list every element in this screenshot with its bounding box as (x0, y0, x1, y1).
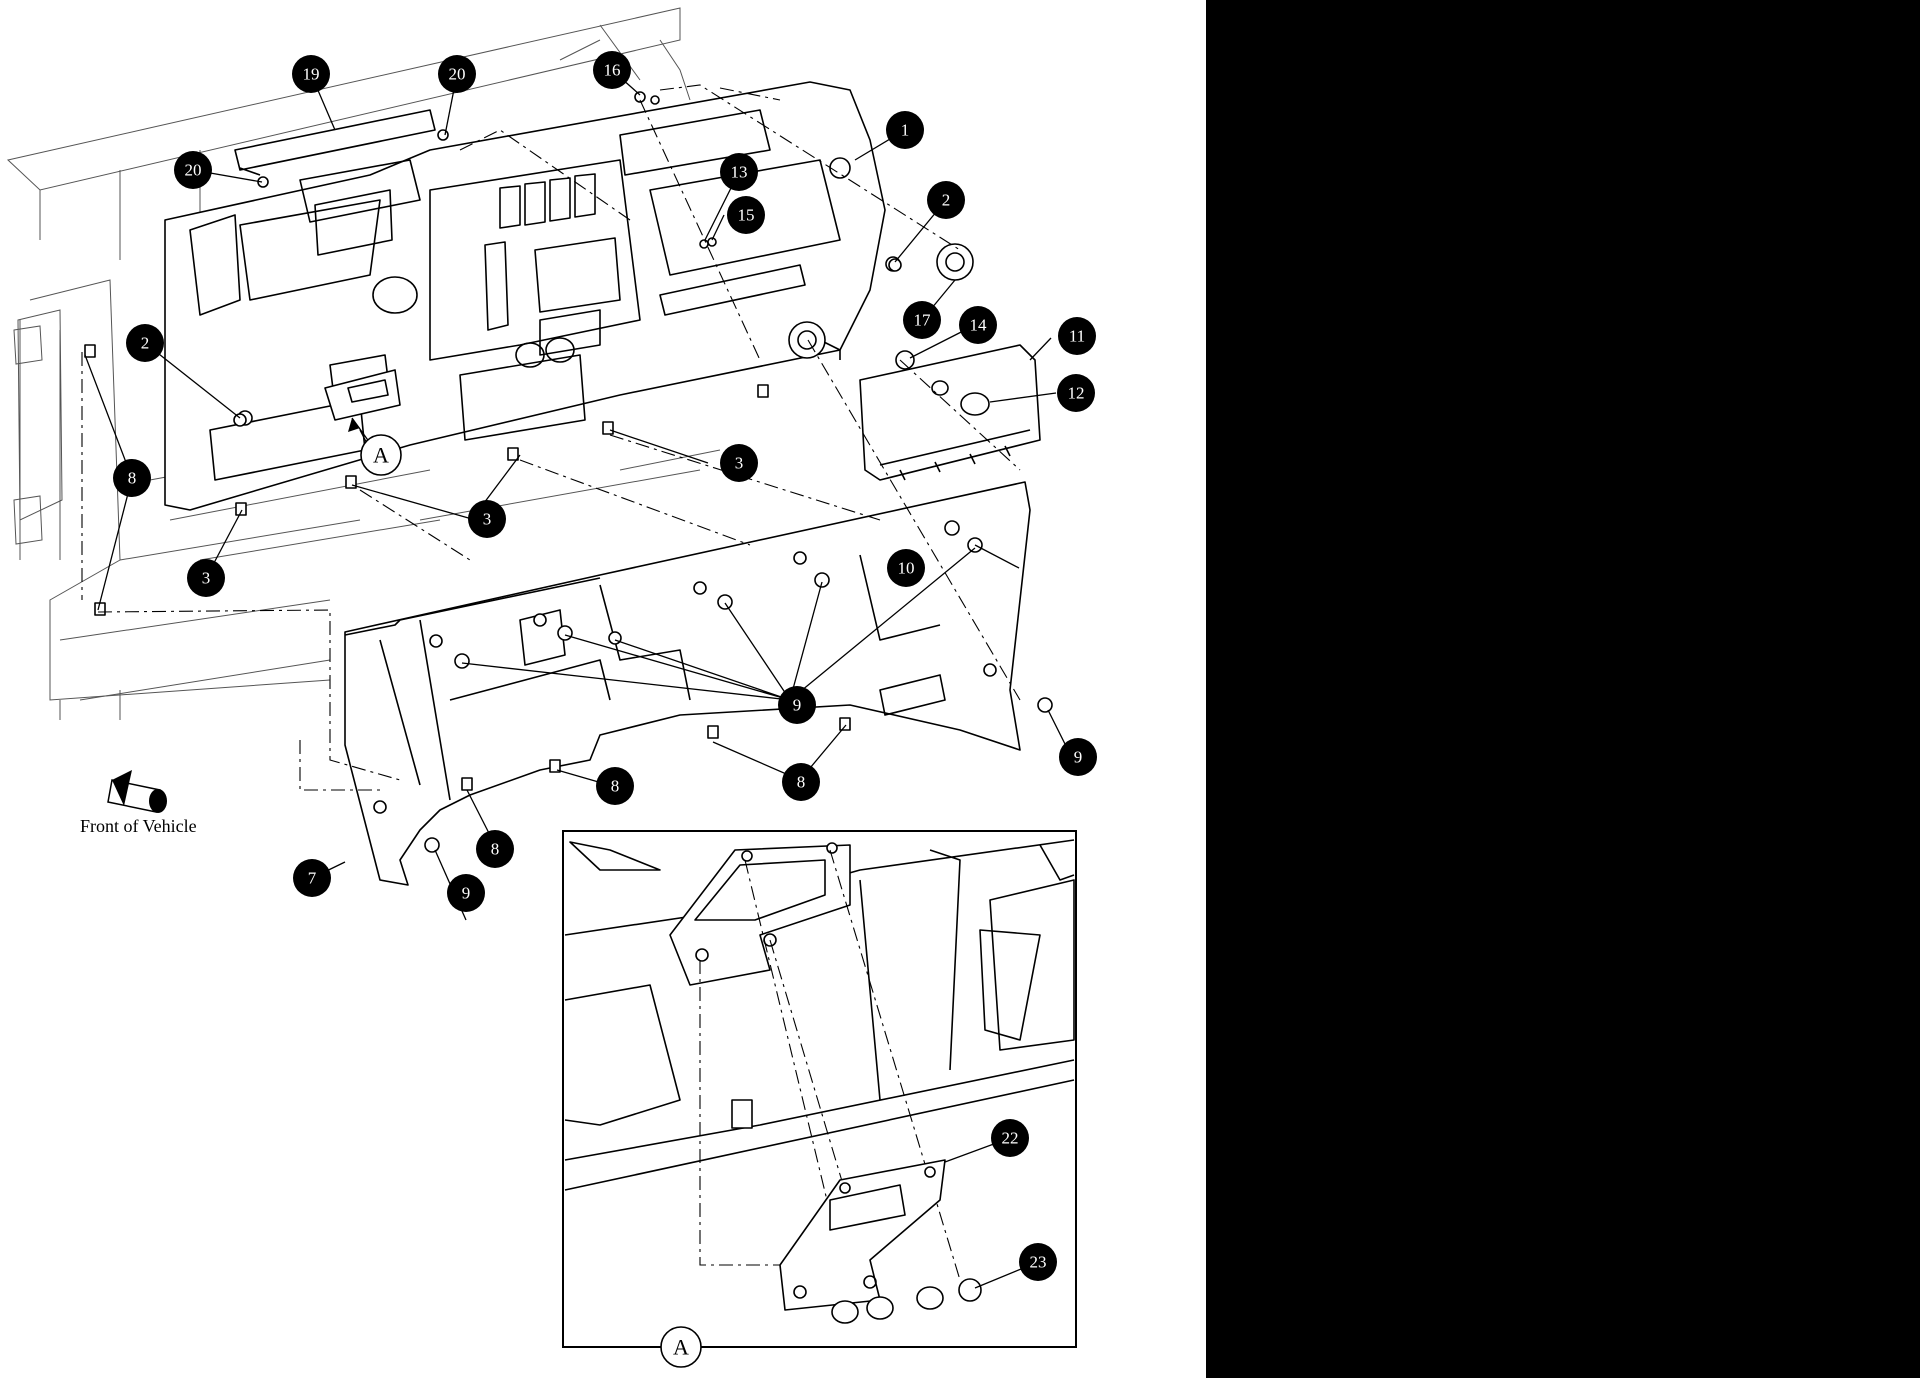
callout-14: 14 (959, 306, 997, 344)
callout-20-top: 20 (438, 55, 476, 93)
callout-8-bottom-left: 8 (476, 830, 514, 868)
callout-number: 3 (735, 454, 744, 473)
callout-2-right: 2 (927, 181, 965, 219)
callout-number: 3 (202, 569, 211, 588)
black-side-band (1206, 0, 1920, 1378)
callout-10: 10 (887, 549, 925, 587)
callout-number: 12 (1068, 384, 1085, 403)
callout-15: 15 (727, 196, 765, 234)
callout-number: 22 (1002, 1129, 1019, 1148)
callout-number: 1 (901, 121, 910, 140)
callout-number: 8 (491, 840, 500, 859)
callout-number: 14 (970, 316, 988, 335)
callout-number: 16 (604, 61, 621, 80)
callout-12: 12 (1057, 374, 1095, 412)
detail-a-label: A (373, 443, 389, 468)
callout-number: 20 (185, 161, 202, 180)
callout-number: 3 (483, 510, 492, 529)
callout-number: 10 (898, 559, 915, 578)
callout-3-left: 3 (187, 559, 225, 597)
callout-number: 19 (303, 65, 320, 84)
callout-3-right: 3 (720, 444, 758, 482)
callout-number: 20 (449, 65, 466, 84)
callout-8-bottom-right: 8 (782, 763, 820, 801)
callout-number: 8 (611, 777, 620, 796)
callout-8-bottom-center: 8 (596, 767, 634, 805)
callout-8-left: 8 (113, 459, 151, 497)
vehicle-frame (6, 7, 721, 720)
callout-number: 7 (308, 869, 317, 888)
dash-panel (164, 81, 886, 511)
screws-and-washers (233, 258, 1053, 853)
callout-number: 9 (1074, 748, 1083, 767)
callouts: 19 20 16 1 20 13 15 2 17 14 11 12 2 3 3 … (113, 51, 1097, 1281)
detail-a-inset: A (562, 830, 1077, 1368)
callout-number: 8 (128, 469, 137, 488)
callout-13: 13 (720, 153, 758, 191)
callout-23: 23 (1019, 1243, 1057, 1281)
lower-dash-panel (344, 481, 1031, 886)
callout-11: 11 (1058, 317, 1096, 355)
callout-number: 17 (914, 311, 932, 330)
glove-box-door (859, 344, 1041, 481)
callout-number: 9 (462, 884, 471, 903)
callout-number: 15 (738, 206, 755, 225)
callout-number: 23 (1030, 1253, 1047, 1272)
front-of-vehicle-indicator: Front of Vehicle (80, 770, 197, 836)
callout-9-right: 9 (1059, 738, 1097, 776)
callout-9-center: 9 (778, 686, 816, 724)
callout-number: 2 (942, 191, 951, 210)
detail-a-box-label: A (673, 1335, 689, 1360)
callout-number: 9 (793, 696, 802, 715)
callout-number: 11 (1069, 327, 1085, 346)
callout-20-left: 20 (174, 151, 212, 189)
callout-19: 19 (292, 55, 330, 93)
callout-17: 17 (903, 301, 941, 339)
callout-number: 8 (797, 773, 806, 792)
detail-a-marker: A (360, 434, 402, 476)
callout-3-middle: 3 (468, 500, 506, 538)
callout-number: 13 (731, 163, 748, 182)
callout-16: 16 (593, 51, 631, 89)
front-of-vehicle-label: Front of Vehicle (80, 816, 197, 836)
callout-number: 2 (141, 334, 150, 353)
callout-2-left: 2 (126, 324, 164, 362)
callout-9-bottom: 9 (447, 874, 485, 912)
callout-7: 7 (293, 859, 331, 897)
callout-22: 22 (991, 1119, 1029, 1157)
alignment-lines (81, 84, 1021, 791)
callout-1: 1 (886, 111, 924, 149)
